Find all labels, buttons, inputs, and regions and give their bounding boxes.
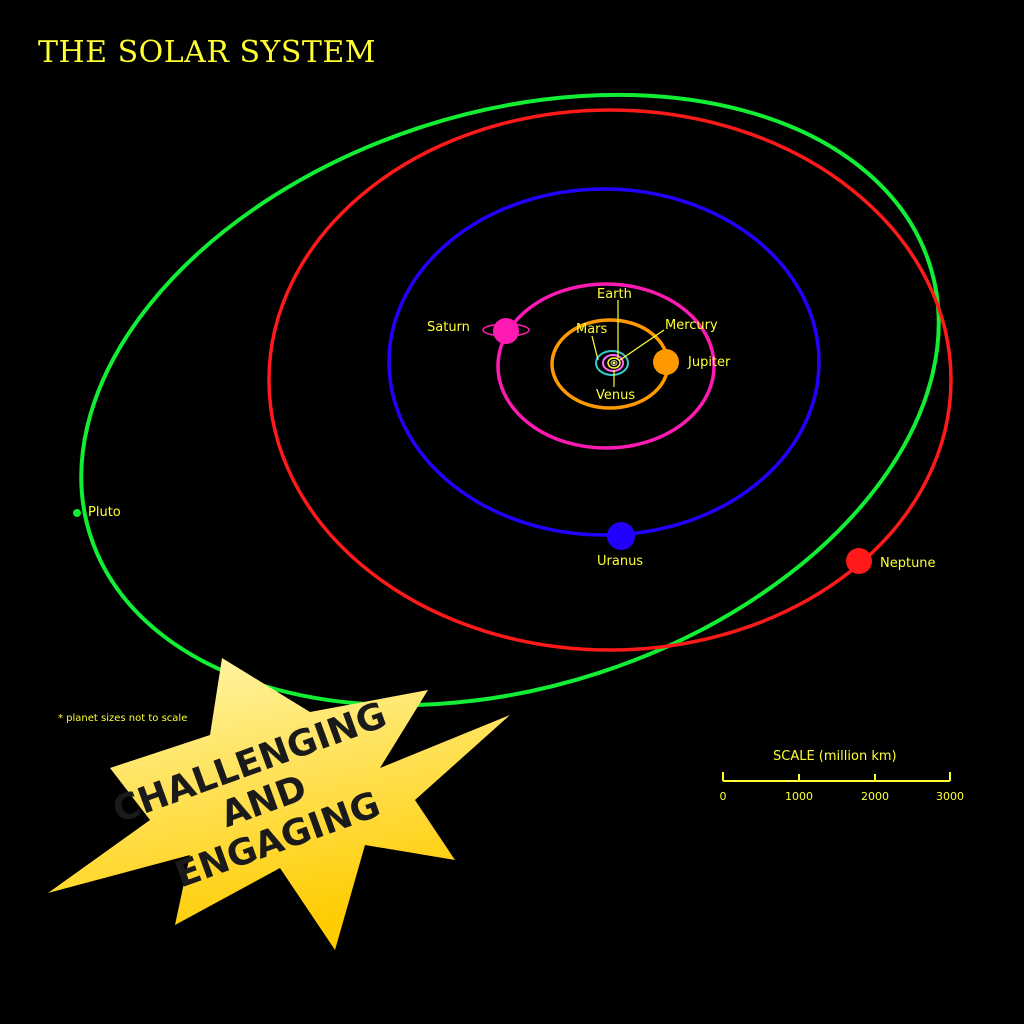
neptune-orbit — [267, 108, 953, 652]
pluto-orbit — [79, 92, 941, 708]
mercury-leader — [619, 329, 665, 361]
scale-tick-label: 0 — [720, 790, 727, 803]
saturn-orbit — [496, 282, 716, 450]
uranus-label: Uranus — [597, 554, 643, 569]
page-title: THE SOLAR SYSTEM — [38, 35, 376, 70]
earth-label: Earth — [597, 287, 632, 302]
starburst-shape — [48, 658, 510, 950]
neptune-planet — [846, 548, 872, 574]
mars-label: Mars — [576, 322, 608, 337]
scale-bar: SCALE (million km) 0 1000 2000 3000 — [720, 749, 965, 803]
scale-tick-label: 2000 — [861, 790, 889, 803]
neptune-label: Neptune — [880, 556, 936, 571]
saturn-planet — [482, 318, 530, 344]
size-note: * planet sizes not to scale — [58, 713, 187, 724]
saturn-label: Saturn — [427, 320, 470, 335]
mars-leader — [591, 335, 599, 361]
uranus-planet — [607, 522, 635, 550]
mercury-label: Mercury — [665, 318, 718, 333]
mercury-orbit — [610, 360, 618, 366]
scale-title: SCALE (million km) — [773, 749, 897, 764]
challenging-engaging-badge: CHALLENGING AND ENGAGING — [48, 658, 510, 950]
uranus-orbit — [387, 187, 821, 537]
jupiter-label: Jupiter — [687, 355, 731, 370]
earth-orbit — [602, 354, 624, 372]
scale-tick-label: 1000 — [785, 790, 813, 803]
venus-label: Venus — [596, 388, 635, 403]
pluto-label: Pluto — [88, 505, 121, 520]
jupiter-planet — [653, 349, 679, 375]
pluto-planet — [73, 509, 81, 517]
scale-tick-label: 3000 — [936, 790, 964, 803]
venus-orbit — [607, 357, 621, 369]
mars-orbit — [595, 350, 629, 376]
sun — [612, 361, 616, 365]
